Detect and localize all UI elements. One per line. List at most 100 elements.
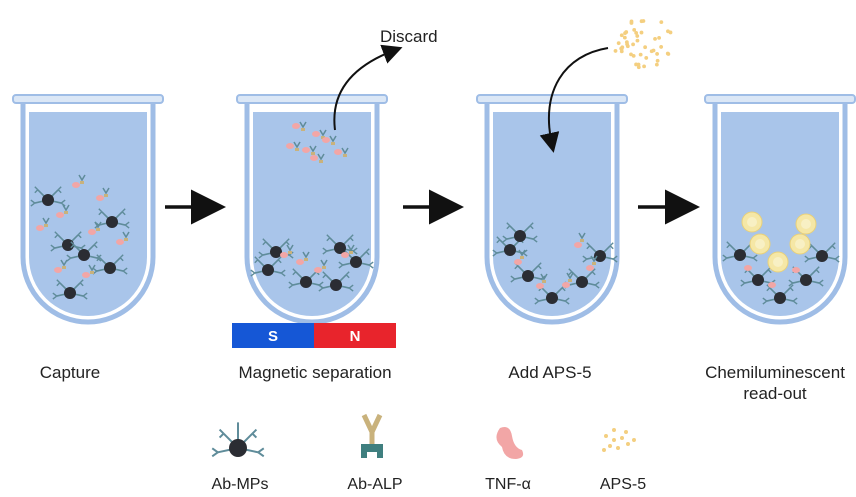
tnf-alpha [586,265,594,271]
ab-mp [288,268,324,289]
tnf-alpha [792,267,800,273]
tnf-alpha [310,155,318,161]
tnf-alpha [314,267,322,273]
aps5-dots-cloud [613,19,673,70]
ab-mp [510,262,546,283]
aps5-dot [635,38,640,43]
aps5-dot [613,49,618,53]
tube-readout [704,94,856,325]
tube-capture [12,94,164,325]
step-label-readout-line2: read-out [743,384,807,403]
tnf-alpha [36,225,44,231]
discard-label: Discard [380,27,438,46]
tnf-alpha [312,131,320,137]
ab-mp [722,241,758,262]
tnf-alpha [72,182,80,188]
aps5-dot [654,62,659,67]
ab-alp [319,129,327,139]
ab-mp [582,242,618,263]
aps5-dot [666,52,671,56]
ab-alp [590,255,598,265]
ab-alp [88,264,96,274]
tnf-alpha [96,195,104,201]
aps5-dot [616,41,621,46]
magnet-south [232,323,314,348]
discard-arrow [333,44,403,131]
aps5-dot [629,19,634,24]
aps5-dot [643,45,648,50]
tnf-alpha [88,229,96,235]
ab-alp [62,204,70,214]
ab-mp [250,256,286,277]
ab-alp [293,141,301,151]
ab-alp [102,187,110,197]
ab-alp [578,232,586,242]
ab-mp-icon [211,422,265,458]
ab-alp [302,251,310,261]
aps5-dot [622,35,627,40]
aps5-dot [635,34,640,38]
magnet-bar: S N [232,323,396,348]
tnf-alpha [536,283,544,289]
tube-rim [236,94,388,104]
ab-alp [566,272,574,282]
ab-mp [502,222,538,243]
ab-mp [318,271,354,292]
tube-liquid [721,112,839,316]
ab-alp [78,174,86,184]
legend-label-ab-alp: Ab-ALP [347,476,403,493]
aps5-dot [659,20,664,25]
tnf-alpha [280,252,288,258]
step-label-readout-line1: Chemiluminescent [705,363,845,382]
aps5-dot [649,49,654,54]
tnf-alpha [341,252,349,258]
legend-label-tnf-alpha: TNF-α [485,476,531,493]
tnf-alpha [56,212,64,218]
aps5-dot [632,27,637,32]
ab-mp [52,279,88,300]
ab-alp [329,135,337,145]
ab-alp [320,259,328,269]
ab-alp [347,244,355,254]
tnf-alpha [322,137,330,143]
ab-alp [299,121,307,131]
tube-wall [20,103,156,325]
ab-mp [30,186,66,207]
magnet-south-label: S [268,328,278,345]
tube-add-aps5 [476,94,628,325]
aps5-dot [636,65,641,70]
aps5-dot [666,29,670,34]
ab-alp [122,231,130,241]
step-label-add-aps5: Add APS-5 [508,363,592,382]
tnf-alpha [744,265,752,271]
tnf-alpha [302,147,310,153]
ab-alp [94,221,102,231]
step-label-magnetic-separation: Magnetic separation [238,363,392,382]
ab-mp [94,208,130,229]
tnf-alpha-icon [496,427,524,459]
ab-mp [322,234,358,255]
aps5-dot [638,52,643,57]
aps5-dot [653,36,657,41]
step-label-readout: Chemiluminescent read-out [700,362,850,404]
aps5-dot [631,42,635,47]
ab-alp [42,217,50,227]
tnf-alpha [286,143,294,149]
tube-liquid [29,112,147,316]
ab-alp [317,153,325,163]
ab-mp [534,284,570,305]
tube-liquid [493,112,611,316]
ab-mp [762,284,798,305]
aps5-dot [625,42,629,47]
ab-mp [66,241,102,262]
ab-mp [804,242,840,263]
tnf-alpha [292,123,300,129]
tnf-alpha [768,282,776,288]
aps5-icon [602,428,636,452]
tnf-alpha [574,242,582,248]
ab-alp [540,273,548,283]
tube-magnetic-separation [236,94,388,325]
aps5-dot [644,56,649,60]
legend-label-ab-mps: Ab-MPs [211,476,269,493]
